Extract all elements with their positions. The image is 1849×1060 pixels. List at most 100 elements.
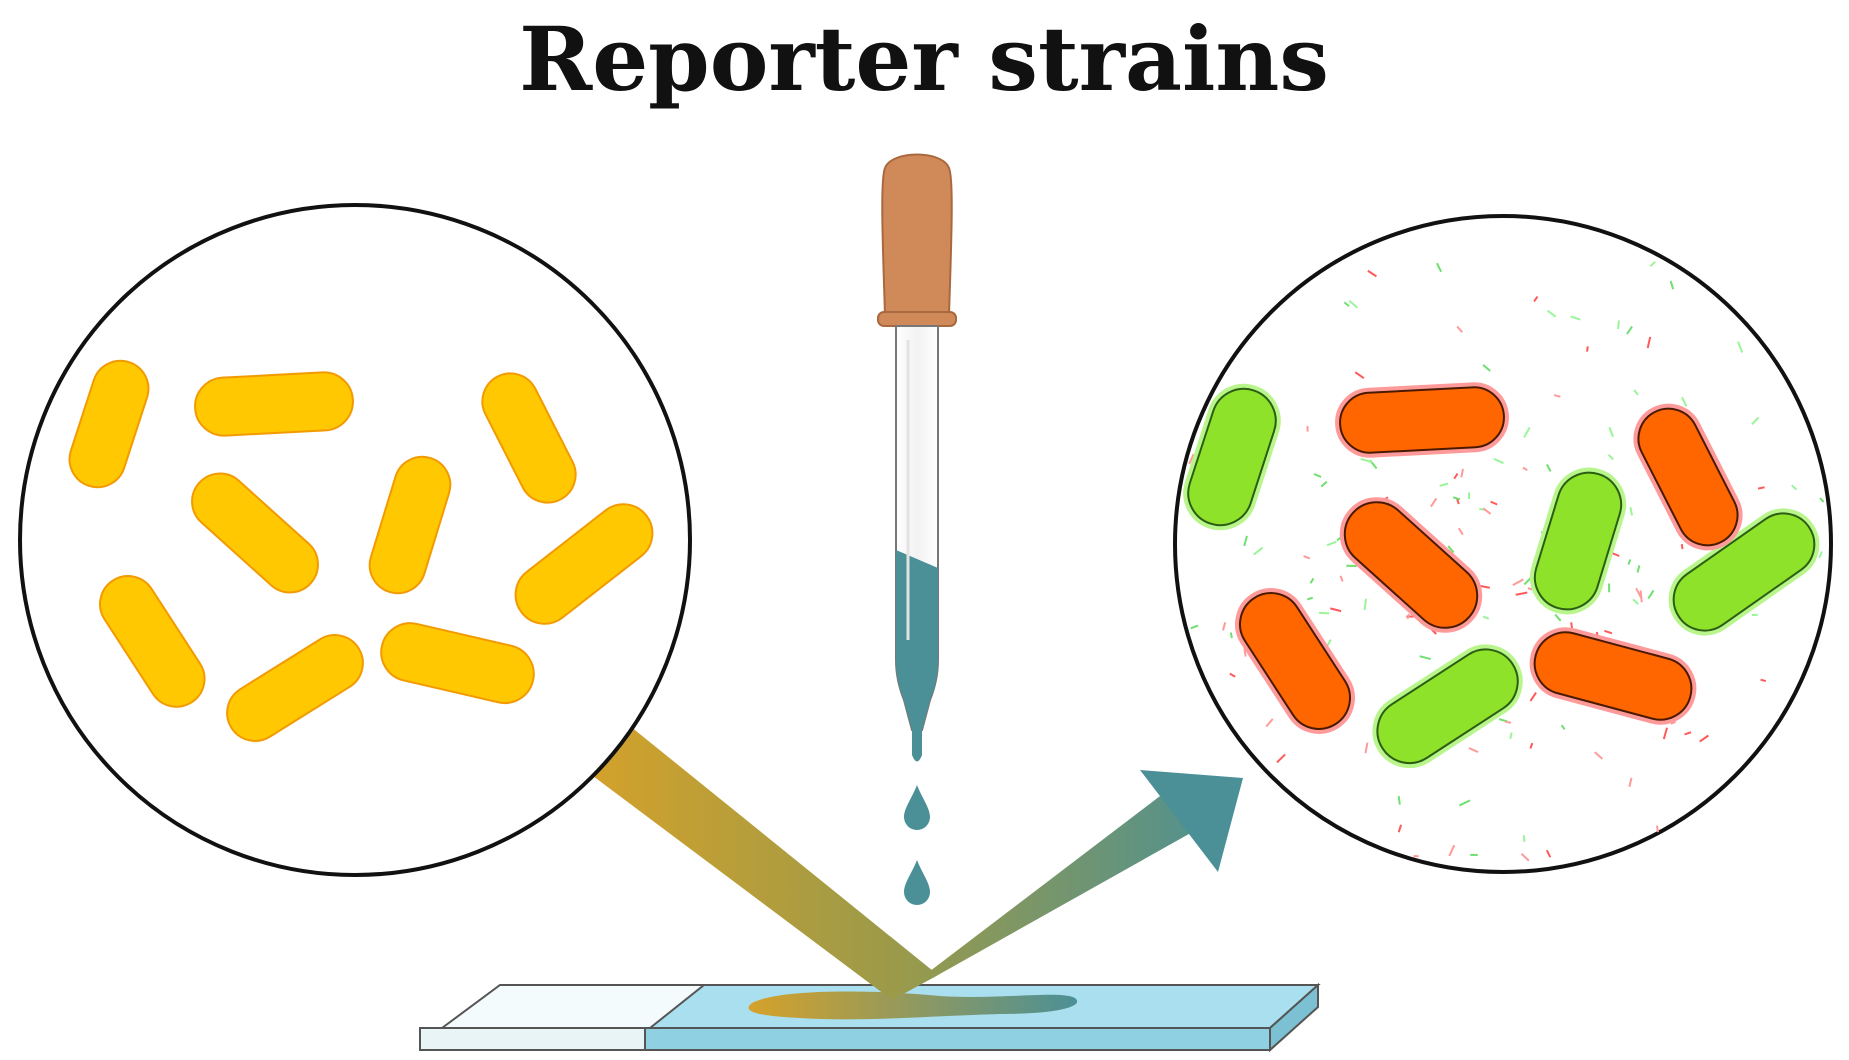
signal-mark xyxy=(1348,299,1359,309)
signal-mark xyxy=(1522,835,1526,842)
signal-mark xyxy=(1482,615,1490,620)
signal-mark xyxy=(1737,341,1744,353)
inactive-cell xyxy=(380,622,535,705)
signal-mark xyxy=(1680,544,1684,550)
signal-mark xyxy=(1669,280,1675,290)
signal-mark xyxy=(1523,426,1531,438)
signal-mark xyxy=(1318,611,1330,615)
red-reporter-cell xyxy=(1239,592,1351,730)
signal-mark xyxy=(1553,394,1561,398)
signal-mark xyxy=(1490,500,1498,506)
signal-mark xyxy=(1460,468,1464,478)
signal-mark xyxy=(1760,678,1767,683)
signal-mark xyxy=(1468,747,1479,753)
signal-mark xyxy=(1397,795,1401,805)
signal-mark xyxy=(1276,753,1286,764)
signal-mark xyxy=(1646,336,1652,349)
signal-mark xyxy=(1190,624,1199,630)
signal-mark xyxy=(1448,844,1456,857)
signal-mark xyxy=(1512,578,1524,587)
signal-mark xyxy=(1520,853,1530,862)
signal-mark xyxy=(1452,496,1461,501)
figure-title: Reporter strains xyxy=(519,7,1329,111)
signal-mark xyxy=(1505,720,1512,724)
signal-mark xyxy=(1406,613,1411,620)
signal-mark xyxy=(1360,457,1373,464)
signal-mark xyxy=(1635,587,1643,600)
signal-mark xyxy=(1522,466,1528,471)
signal-mark xyxy=(1439,482,1449,487)
green-reporter-cell xyxy=(1187,387,1277,527)
red-reporter-cell xyxy=(1533,631,1693,721)
signal-mark xyxy=(1545,849,1552,858)
signal-mark xyxy=(1447,545,1455,554)
signal-mark xyxy=(1570,315,1581,321)
signal-mark xyxy=(1482,507,1492,515)
signal-mark xyxy=(1343,301,1350,307)
signal-mark xyxy=(1586,346,1589,352)
signal-mark xyxy=(1554,613,1562,622)
signal-mark xyxy=(1363,598,1368,611)
signal-mark xyxy=(1397,824,1403,833)
signal-mark xyxy=(1699,734,1710,743)
signal-mark xyxy=(1647,589,1655,600)
signal-mark xyxy=(1458,527,1464,536)
signal-mark xyxy=(1529,742,1534,749)
left-magnified-view xyxy=(18,203,692,877)
green-reporter-cell xyxy=(1533,471,1623,611)
signal-mark xyxy=(1253,546,1264,556)
signal-mark xyxy=(1243,535,1248,547)
green-reporter-cell xyxy=(1376,648,1519,765)
signal-mark xyxy=(1229,632,1233,639)
signal-mark xyxy=(1458,799,1471,807)
inactive-cell xyxy=(368,455,452,595)
signal-mark xyxy=(1627,559,1632,565)
red-reporter-cell xyxy=(1339,386,1505,454)
signal-mark xyxy=(1436,262,1443,273)
signal-mark xyxy=(1751,416,1760,425)
signal-mark xyxy=(1626,325,1633,335)
signal-mark xyxy=(1670,720,1677,725)
signal-mark xyxy=(1479,584,1490,589)
signal-mark xyxy=(1594,751,1603,760)
signal-mark xyxy=(1453,472,1459,480)
signal-mark xyxy=(1188,453,1195,465)
signal-mark xyxy=(1326,540,1337,547)
inactive-cell xyxy=(99,575,206,708)
signal-mark xyxy=(1608,426,1615,438)
green-reporter-cell xyxy=(1672,512,1816,632)
signal-mark xyxy=(1229,672,1236,678)
signal-mark xyxy=(1791,484,1798,491)
signal-mark xyxy=(1649,261,1656,267)
signal-mark xyxy=(1570,622,1574,629)
red-reporter-cell xyxy=(1343,501,1479,629)
sample-smear xyxy=(748,991,1078,1020)
pipette-icon xyxy=(877,153,957,762)
signal-mark xyxy=(1364,742,1369,754)
signal-mark xyxy=(1819,497,1825,503)
signal-mark xyxy=(1655,825,1660,833)
signal-mark xyxy=(1629,506,1633,516)
signal-mark xyxy=(1684,731,1692,736)
signal-mark xyxy=(1265,718,1274,728)
red-reporter-cell xyxy=(1637,407,1739,547)
right-magnified-view xyxy=(1173,214,1833,874)
signal-mark xyxy=(1243,648,1247,657)
signal-mark xyxy=(1612,552,1620,557)
signal-mark xyxy=(1529,691,1537,702)
signal-mark xyxy=(1757,486,1765,490)
signal-mark xyxy=(1607,454,1614,461)
signal-mark xyxy=(1482,364,1491,372)
signal-mark xyxy=(1326,639,1332,647)
signal-mark xyxy=(1313,473,1322,478)
droplet-icon xyxy=(904,785,930,905)
signal-mark xyxy=(1681,396,1688,407)
signal-mark xyxy=(1662,727,1668,740)
signal-mark xyxy=(1330,607,1342,613)
transformation-arrow xyxy=(585,722,1243,1000)
signal-mark xyxy=(1636,565,1641,573)
signal-mark xyxy=(1339,575,1344,582)
signal-mark xyxy=(1222,622,1227,631)
signal-mark xyxy=(1818,551,1823,559)
